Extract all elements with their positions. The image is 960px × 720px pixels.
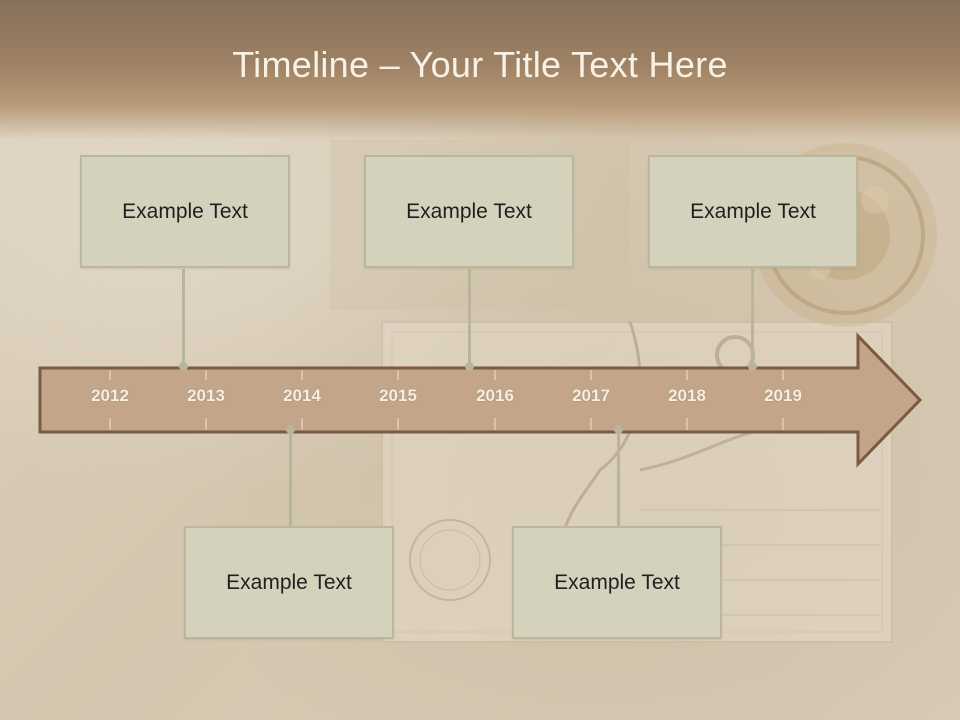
- timeline-card[interactable]: Example Text: [184, 526, 394, 639]
- year-label: 2013: [187, 386, 225, 405]
- slide-title: Timeline – Your Title Text Here: [232, 44, 728, 85]
- connector-dot: [614, 425, 623, 434]
- year-label: 2017: [572, 386, 610, 405]
- connector-dot: [286, 425, 295, 434]
- connector-dot: [748, 362, 757, 371]
- year-label: 2019: [764, 386, 802, 405]
- year-label: 2018: [668, 386, 706, 405]
- timeline-card[interactable]: Example Text: [512, 526, 722, 639]
- timeline-card[interactable]: Example Text: [364, 155, 574, 268]
- connector-line: [289, 430, 292, 527]
- connector-line: [617, 430, 620, 527]
- connector-dot: [179, 362, 188, 371]
- timeline-card[interactable]: Example Text: [648, 155, 858, 268]
- connector-dot: [465, 362, 474, 371]
- year-ticks: [109, 370, 784, 430]
- header-band: [0, 0, 960, 140]
- connector-line: [182, 269, 185, 366]
- connector-line: [468, 269, 471, 366]
- timeline-card[interactable]: Example Text: [80, 155, 290, 268]
- year-label: 2015: [379, 386, 417, 405]
- year-label: 2014: [283, 386, 321, 405]
- connector-line: [751, 269, 754, 366]
- year-label: 2016: [476, 386, 514, 405]
- year-label: 2012: [91, 386, 129, 405]
